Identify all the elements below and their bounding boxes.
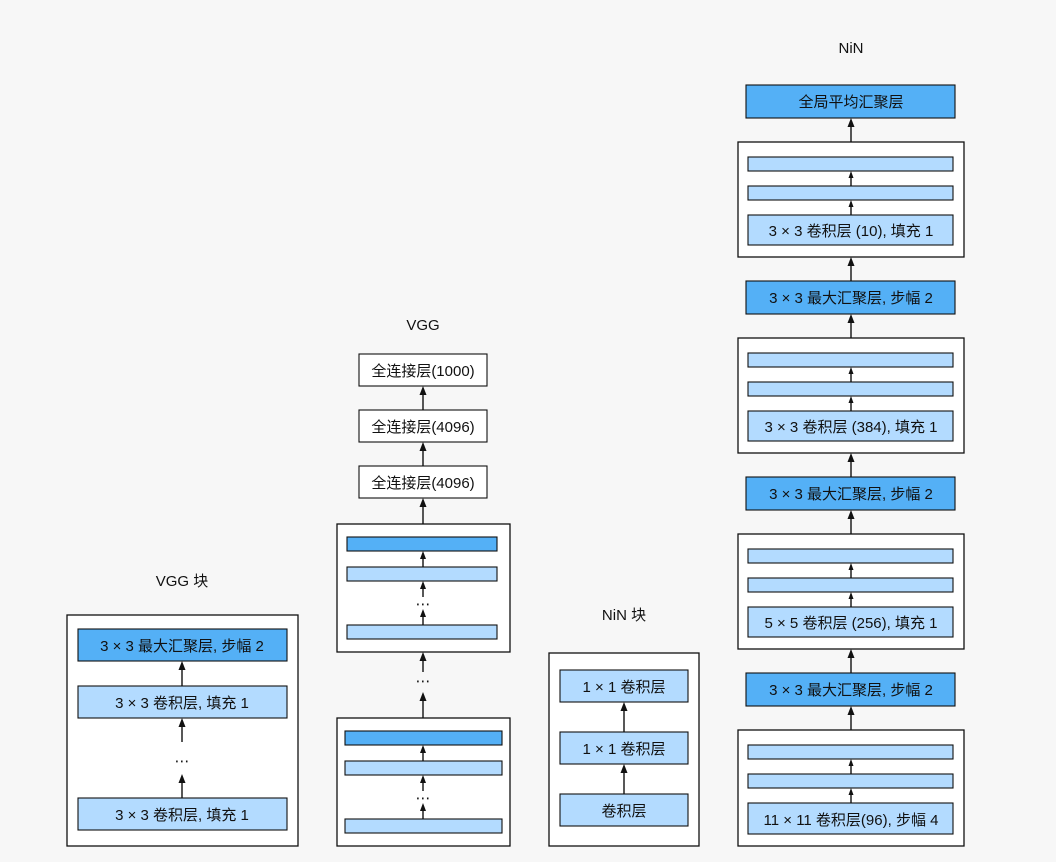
nin-conv-layer: [747, 802, 954, 835]
vgg-ellipsis: ⋯: [416, 790, 431, 807]
nin-arrow: [847, 706, 855, 730]
nin-conv1x1-layer: [747, 773, 954, 789]
vgg-ellipsis: ⋯: [416, 673, 431, 690]
vgg-fc-4096-label: 全连接层(4096): [371, 418, 474, 436]
nin-inner-arrow: [848, 759, 854, 774]
nin-arrow: [847, 257, 855, 281]
vgg-conv-layer: [346, 566, 498, 582]
vgg-fc-4096-label: 全连接层(4096): [371, 474, 474, 492]
nin-arrow: [847, 118, 855, 142]
vgg-block-arrow: [178, 774, 186, 798]
nin-conv-layer: [747, 410, 954, 442]
nin-arrow: [847, 649, 855, 673]
vgg-pool-layer: [346, 536, 498, 552]
vgg-arrow: [420, 803, 426, 819]
nin-global-avg-pool-layer: [745, 84, 956, 119]
nin-inner-arrow: [848, 200, 854, 215]
vgg-title: VGG: [406, 317, 439, 334]
vgg-block-ellipsis: ⋯: [175, 753, 190, 770]
vgg-arrow: [420, 581, 426, 597]
nin-maxpool-layer: [745, 672, 956, 707]
vgg-block-pool-label: 3 × 3 最大汇聚层, 步幅 2: [100, 638, 264, 655]
nin-block-conv1x1-layer: [559, 731, 689, 765]
nin-arrow: [847, 314, 855, 338]
vgg-conv-layer: [344, 760, 503, 776]
vgg-fc-1000-layer: [358, 353, 488, 387]
vgg-arrow: [420, 775, 426, 791]
vgg-block-conv-bottom-label: 3 × 3 卷积层, 填充 1: [115, 807, 249, 824]
vgg-pool-layer: [344, 730, 503, 746]
nin-conv-layer: [747, 214, 954, 246]
nin-inner-arrow: [848, 396, 854, 411]
vgg-block-title: VGG 块: [156, 573, 209, 590]
nin-inner-arrow: [848, 367, 854, 382]
vgg-conv-layer: [346, 624, 498, 640]
vgg-arrow: [420, 609, 426, 625]
nin-title: NiN: [839, 40, 864, 57]
vgg-ellipsis: ⋯: [416, 596, 431, 613]
nin-inner-arrow: [848, 171, 854, 186]
vgg-block-conv-bottom-layer: [77, 797, 288, 831]
vgg-block-pool-layer: [77, 628, 288, 662]
nin-inner-arrow: [848, 788, 854, 803]
vgg-arrow: [419, 442, 427, 466]
nin-maxpool-label: 3 × 3 最大汇聚层, 步幅 2: [769, 682, 933, 699]
vgg-fc-1000-label: 全连接层(1000): [371, 362, 474, 380]
vgg-block-arrow: [178, 718, 186, 742]
vgg-arrow: [419, 692, 427, 718]
vgg-fc-4096-layer: [358, 465, 488, 499]
nin-conv1x1-layer: [747, 744, 954, 760]
vgg-arrow: [419, 652, 427, 672]
nin-block-panel: NiN 块 1 × 1 卷积层 1 × 1 卷积层 卷积层: [548, 607, 700, 847]
nin-block-conv-label: 卷积层: [601, 803, 646, 820]
vgg-arrow: [420, 745, 426, 761]
nin-conv1x1-layer: [747, 548, 954, 564]
nin-arrow: [847, 510, 855, 534]
nin-panel: NiN 全局平均汇聚层 3 × 3 卷积层 (10), 填充 1 3 × 3 最…: [737, 40, 965, 847]
nin-conv-label: 3 × 3 卷积层 (384), 填充 1: [765, 419, 938, 436]
nin-inner-arrow: [848, 563, 854, 578]
nin-conv1x1-layer: [747, 381, 954, 397]
vgg-conv-layer: [344, 818, 503, 834]
nin-global-avg-pool-label: 全局平均汇聚层: [798, 93, 903, 111]
nin-block-arrow: [620, 702, 628, 732]
vgg-arrow: [419, 498, 427, 524]
nin-inner-arrow: [848, 592, 854, 607]
vgg-block-panel: VGG 块 3 × 3 最大汇聚层, 步幅 2 3 × 3 卷积层, 填充 1 …: [66, 573, 299, 847]
vgg-arrow: [420, 551, 426, 567]
nin-conv1x1-layer: [747, 352, 954, 368]
nin-block-conv-layer: [559, 793, 689, 827]
nin-conv1x1-layer: [747, 577, 954, 593]
nin-conv1x1-layer: [747, 156, 954, 172]
nin-conv-label: 11 × 11 卷积层(96), 步幅 4: [764, 812, 939, 829]
nin-conv1x1-layer: [747, 185, 954, 201]
nin-block-conv1x1-label: 1 × 1 卷积层: [583, 741, 666, 758]
nin-maxpool-label: 3 × 3 最大汇聚层, 步幅 2: [769, 486, 933, 503]
nin-maxpool-label: 3 × 3 最大汇聚层, 步幅 2: [769, 290, 933, 307]
nin-arrow: [847, 453, 855, 477]
nin-conv-label: 3 × 3 卷积层 (10), 填充 1: [769, 223, 934, 240]
nin-block-arrow: [620, 764, 628, 794]
vgg-block-arrow: [178, 661, 186, 686]
nin-maxpool-layer: [745, 476, 956, 511]
vgg-arrow: [419, 386, 427, 410]
nin-maxpool-layer: [745, 280, 956, 315]
vgg-fc-4096-layer: [358, 409, 488, 443]
nin-conv-label: 5 × 5 卷积层 (256), 填充 1: [765, 615, 938, 632]
vgg-panel: VGG 全连接层(1000) 全连接层(4096) 全连接层(4096) ⋯ ⋯…: [336, 317, 511, 847]
nin-block-conv1x1-layer: [559, 669, 689, 703]
vgg-block-conv-top-label: 3 × 3 卷积层, 填充 1: [115, 695, 249, 712]
nin-block-conv1x1-label: 1 × 1 卷积层: [583, 679, 666, 696]
nin-conv-layer: [747, 606, 954, 638]
nin-block-title: NiN 块: [602, 607, 646, 624]
